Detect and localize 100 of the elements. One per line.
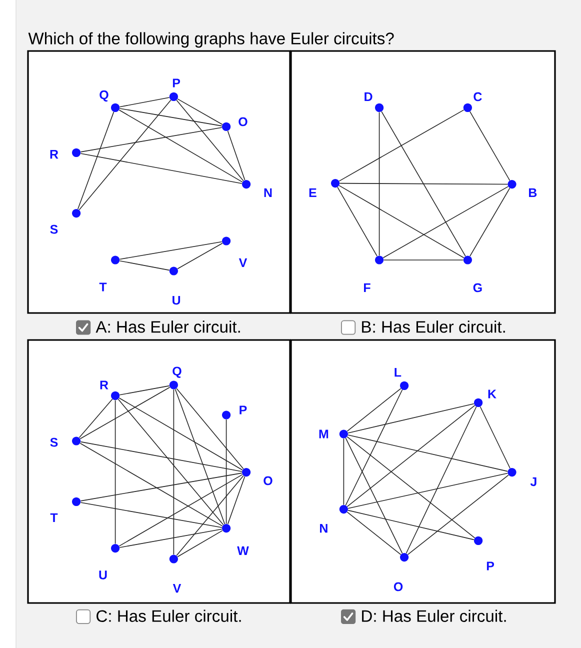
option-label: B: Has Euler circuit. [362, 320, 505, 333]
graph-edge [346, 436, 476, 538]
graph-edge [345, 438, 403, 554]
graph-edge [346, 388, 402, 432]
vertex-dot [474, 536, 483, 545]
graph-edge [348, 472, 508, 509]
vertex-label: T [99, 282, 107, 292]
vertex-dot [169, 92, 178, 101]
graph-edge [345, 389, 403, 506]
vertex-label: S [50, 438, 58, 447]
vertex-label: N [264, 188, 272, 197]
checkbox [76, 320, 91, 335]
vertex-dot [474, 398, 483, 407]
option-label: C: Has Euler circuit. [96, 610, 241, 622]
vertex-label: U [172, 296, 180, 305]
graph-edge [227, 130, 246, 180]
vertex-dot [169, 266, 178, 276]
graph-edge [343, 438, 344, 506]
graph-edge [78, 398, 113, 438]
graph-panel [27, 50, 291, 314]
vertex-label: Q [172, 366, 182, 378]
graph-edge [118, 398, 224, 526]
graph-edge [119, 97, 170, 108]
graph-panel [27, 339, 291, 604]
vertex-dot [339, 505, 348, 514]
vertex-dot [222, 410, 231, 420]
vertex-label: Q [100, 90, 108, 102]
checkbox [341, 320, 356, 335]
graph-edge [118, 398, 243, 470]
graph-edge [119, 528, 222, 548]
graph-edge [381, 111, 466, 257]
graph-edge [470, 111, 510, 181]
vertex-dot [72, 209, 81, 218]
graph-panel [290, 339, 556, 604]
graph-edge [227, 476, 246, 524]
vertex-dot [111, 103, 120, 112]
graph-edge [80, 441, 242, 472]
graph-edge [80, 502, 222, 528]
graph-edge [80, 386, 170, 440]
graph-edge [470, 188, 510, 257]
vertex-label: U [99, 570, 107, 580]
vertex-label: B [529, 188, 537, 197]
vertex-label: O [264, 476, 272, 486]
vertex-label: M [319, 430, 328, 438]
vertex-label: O [394, 582, 403, 592]
vertex-dot [339, 430, 348, 438]
graph-edge [346, 405, 476, 507]
graph-edge [337, 186, 378, 256]
graph-edge [338, 185, 464, 258]
vertex-dot [508, 468, 516, 477]
graph-edge [348, 510, 474, 540]
vertex-label: W [237, 546, 249, 555]
vertex-dot [508, 180, 516, 189]
graph-edge [378, 112, 380, 256]
graph-edge [80, 442, 223, 526]
option-label: A: Has Euler circuit. [96, 320, 240, 333]
graph-edge [407, 474, 509, 555]
graph-edge [119, 260, 170, 271]
graph-edge [114, 400, 116, 544]
vertex-dot [375, 256, 384, 264]
vertex-dot [111, 544, 120, 553]
vertex-label: L [394, 368, 402, 377]
vertex-dot [400, 381, 409, 390]
vertex-dot [463, 103, 472, 112]
vertex-label: R [50, 150, 58, 159]
graph-edge [338, 110, 464, 182]
vertex-label: G [473, 283, 482, 292]
graph-edge [480, 406, 510, 469]
vertex-dot [169, 554, 178, 564]
graph-edge [346, 512, 402, 555]
vertex-dot [222, 122, 231, 131]
vertex-label: P [240, 406, 247, 414]
option-label: D: Has Euler circuit. [362, 610, 506, 622]
vertex-dot [72, 148, 81, 157]
vertex-dot [111, 256, 120, 264]
graph-edge [339, 182, 508, 185]
vertex-label: J [530, 477, 536, 486]
vertex-label: K [488, 390, 496, 398]
vertex-dot [242, 180, 251, 189]
vertex-label: F [364, 283, 370, 292]
vertex-label: E [309, 188, 316, 197]
graph-edge [80, 127, 222, 152]
graph-edge [80, 472, 242, 502]
vertex-dot [169, 380, 178, 390]
vertex-dot [72, 497, 81, 506]
graph-edge [174, 388, 226, 524]
vertex-dot [222, 524, 231, 533]
graph-edge [118, 110, 243, 182]
graph-edge [177, 242, 223, 270]
graph-edge [406, 406, 477, 554]
graph-edge [176, 388, 244, 470]
vertex-label: O [238, 117, 248, 126]
vertex-dot [375, 103, 384, 112]
vertex-label: D [364, 92, 372, 101]
graph-edge [173, 389, 174, 555]
vertex-dot [463, 256, 472, 264]
graph-edge [119, 108, 222, 126]
vertex-dot [331, 179, 340, 188]
vertex-label: N [320, 524, 328, 533]
vertex-label: R [100, 380, 108, 390]
